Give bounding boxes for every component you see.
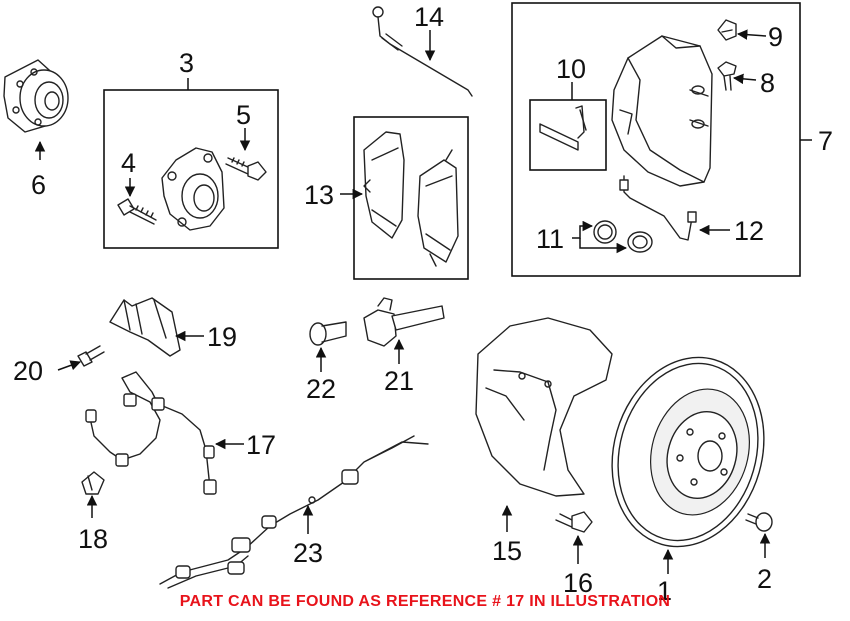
part-abs-sensor-cable-17[interactable] <box>85 371 217 495</box>
callout-23: 23 <box>293 538 323 568</box>
callout-5: 5 <box>236 100 251 130</box>
callout-9: 9 <box>768 22 783 52</box>
part-caliper-seal-11[interactable] <box>593 220 653 253</box>
part-sensor-harness-23[interactable] <box>159 435 429 589</box>
callout-6: 6 <box>31 170 46 200</box>
part-bolt-16[interactable] <box>555 511 593 533</box>
group-box-pad-clip <box>529 99 607 171</box>
callout-8: 8 <box>760 68 775 98</box>
part-bolt-4[interactable] <box>117 198 157 225</box>
callout-14: 14 <box>414 2 444 32</box>
part-rotor-screw-2[interactable] <box>745 512 773 532</box>
part-caliper-bolt-8[interactable] <box>717 61 737 91</box>
part-speed-sensor-21[interactable] <box>363 297 445 347</box>
part-sensor-bolt-20[interactable] <box>77 345 105 367</box>
part-brake-hose-12[interactable] <box>619 175 697 241</box>
part-brake-wear-sensor[interactable] <box>372 6 473 97</box>
group-box-hub-assembly <box>103 89 279 249</box>
callout-13: 13 <box>304 180 334 210</box>
part-brake-pad-inner[interactable] <box>363 131 405 239</box>
part-bolt-22[interactable] <box>309 321 347 346</box>
callout-12: 12 <box>734 216 764 246</box>
callout-18: 18 <box>78 524 108 554</box>
callout-19: 19 <box>207 322 237 352</box>
part-brake-rotor-1[interactable] <box>590 339 785 564</box>
callout-4: 4 <box>121 148 136 178</box>
part-wheel-hub-flange[interactable] <box>3 59 69 133</box>
part-wheel-bearing-housing[interactable] <box>161 147 225 231</box>
part-dust-shield-15[interactable] <box>475 317 613 497</box>
callout-22: 22 <box>306 374 336 404</box>
part-brake-pad-outer[interactable] <box>417 149 459 267</box>
callout-17: 17 <box>246 430 276 460</box>
callout-15: 15 <box>492 536 522 566</box>
footer-reference-note: PART CAN BE FOUND AS REFERENCE # 17 IN I… <box>179 593 671 610</box>
callout-20: 20 <box>13 356 43 386</box>
callout-11: 11 <box>536 224 564 254</box>
part-sensor-bracket-19[interactable] <box>109 297 181 357</box>
part-bolt-5[interactable] <box>225 157 267 181</box>
leader-lines <box>34 29 812 574</box>
callout-16: 16 <box>563 568 593 598</box>
callout-numbers: 1 2 3 4 5 6 7 8 9 10 11 12 13 14 15 16 1… <box>13 2 833 606</box>
callout-10: 10 <box>556 54 586 84</box>
part-brake-caliper[interactable] <box>611 35 713 187</box>
callout-7: 7 <box>818 126 833 156</box>
callout-3: 3 <box>179 48 194 78</box>
part-cable-clip-18[interactable] <box>81 471 105 495</box>
part-pad-clip-10[interactable] <box>539 105 587 151</box>
callout-1: 1 <box>657 576 672 606</box>
callout-2: 2 <box>757 564 772 594</box>
part-bleeder-cap-9[interactable] <box>717 19 737 41</box>
callout-21: 21 <box>384 366 414 396</box>
